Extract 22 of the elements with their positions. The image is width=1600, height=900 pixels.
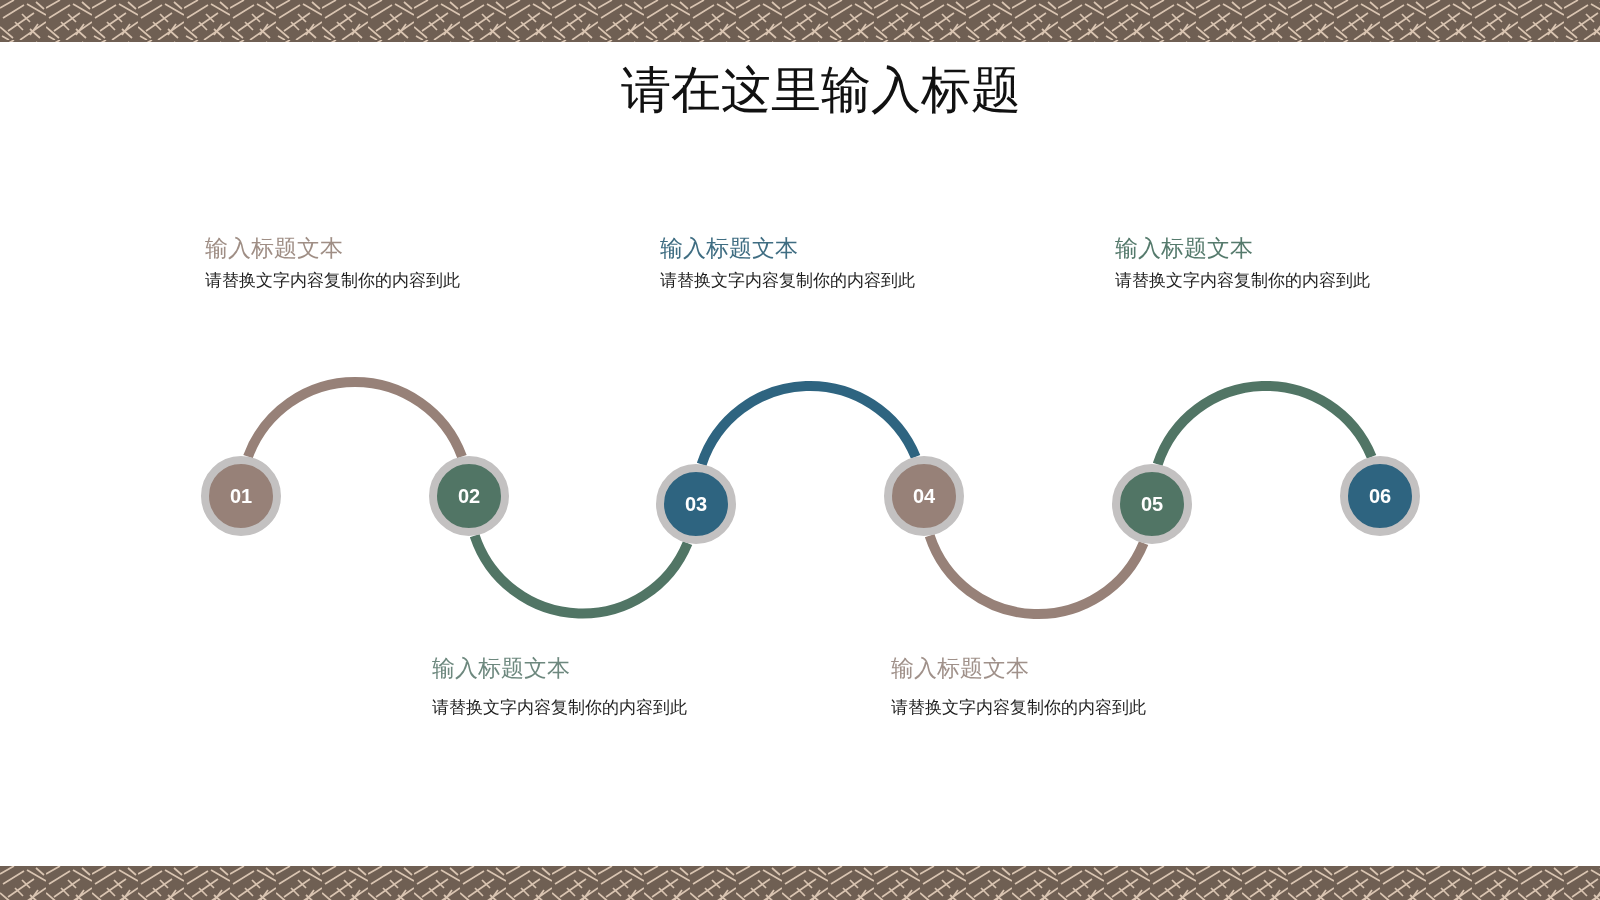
body-text: 请替换文字内容复制你的内容到此 <box>432 697 687 719</box>
numbered-circle: 02 <box>429 456 509 536</box>
title: 请在这里输入标题 <box>621 62 1021 120</box>
heading: 输入标题文本 <box>891 655 1029 683</box>
heading: 输入标题文本 <box>432 655 570 683</box>
arc-connector <box>925 533 1149 619</box>
heading: 输入标题文本 <box>205 235 343 263</box>
body-text: 请替换文字内容复制你的内容到此 <box>1115 270 1370 292</box>
numbered-circle: 04 <box>884 456 964 536</box>
arc-connector <box>470 533 693 619</box>
heading: 输入标题文本 <box>660 235 798 263</box>
numbered-circle: 06 <box>1340 456 1420 536</box>
body-text: 请替换文字内容复制你的内容到此 <box>660 270 915 292</box>
body-text: 请替换文字内容复制你的内容到此 <box>205 270 460 292</box>
numbered-circle: 01 <box>201 456 281 536</box>
numbered-circle: 05 <box>1112 464 1192 544</box>
numbered-circle: 03 <box>656 464 736 544</box>
arc-connector <box>243 377 467 459</box>
heading: 输入标题文本 <box>1115 235 1253 263</box>
body-text: 请替换文字内容复制你的内容到此 <box>891 697 1146 719</box>
arc-connector <box>1153 381 1377 467</box>
arc-connector <box>697 381 921 467</box>
